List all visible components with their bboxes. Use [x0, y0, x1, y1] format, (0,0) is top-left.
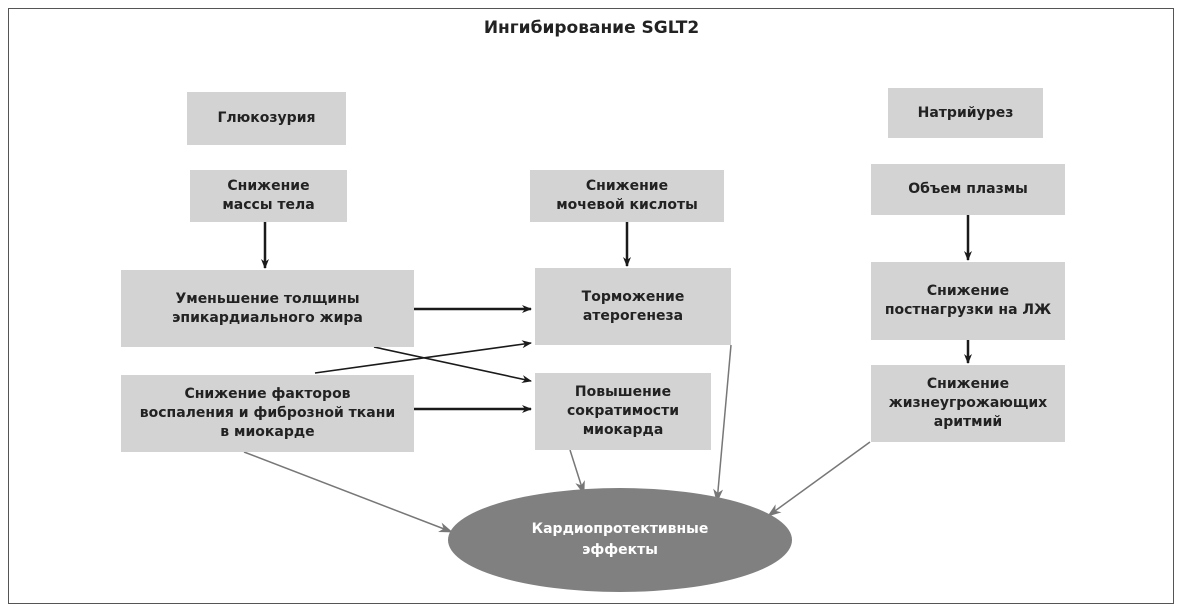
box-atherogenesis: Торможение атерогенеза	[535, 268, 731, 345]
outcome-ellipse: Кардиопротективные эффекты	[448, 488, 792, 592]
diagram-frame	[8, 8, 1174, 604]
box-afterload: Снижение постнагрузки на ЛЖ	[871, 262, 1065, 340]
box-arrhythmia: Снижение жизнеугрожающих аритмий	[871, 365, 1065, 442]
box-weight-reduction: Снижение массы тела	[190, 170, 347, 222]
box-epicardial-fat: Уменьшение толщины эпикардиального жира	[121, 270, 414, 347]
arrow-epicardial-contractility	[373, 346, 532, 384]
box-glucosuria: Глюкозурия	[187, 92, 346, 145]
box-inflammation: Снижение факторов воспаления и фиброзной…	[121, 375, 414, 452]
arrow-contractility-outcome	[569, 449, 585, 495]
box-contractility: Повышение сократимости миокарда	[535, 373, 711, 450]
arrow-inflammation-outcome	[243, 451, 453, 533]
arrow-inflammation-atherogenesis	[314, 340, 532, 374]
diagram-title: Ингибирование SGLT2	[483, 18, 700, 38]
box-plasma-volume: Объем плазмы	[871, 164, 1065, 215]
arrow-atherogenesis-outcome	[713, 344, 732, 503]
box-uric-acid: Снижение мочевой кислоты	[530, 170, 724, 222]
box-natriuresis: Натрийурез	[888, 88, 1043, 138]
arrow-arrhythmia-outcome	[767, 441, 871, 517]
